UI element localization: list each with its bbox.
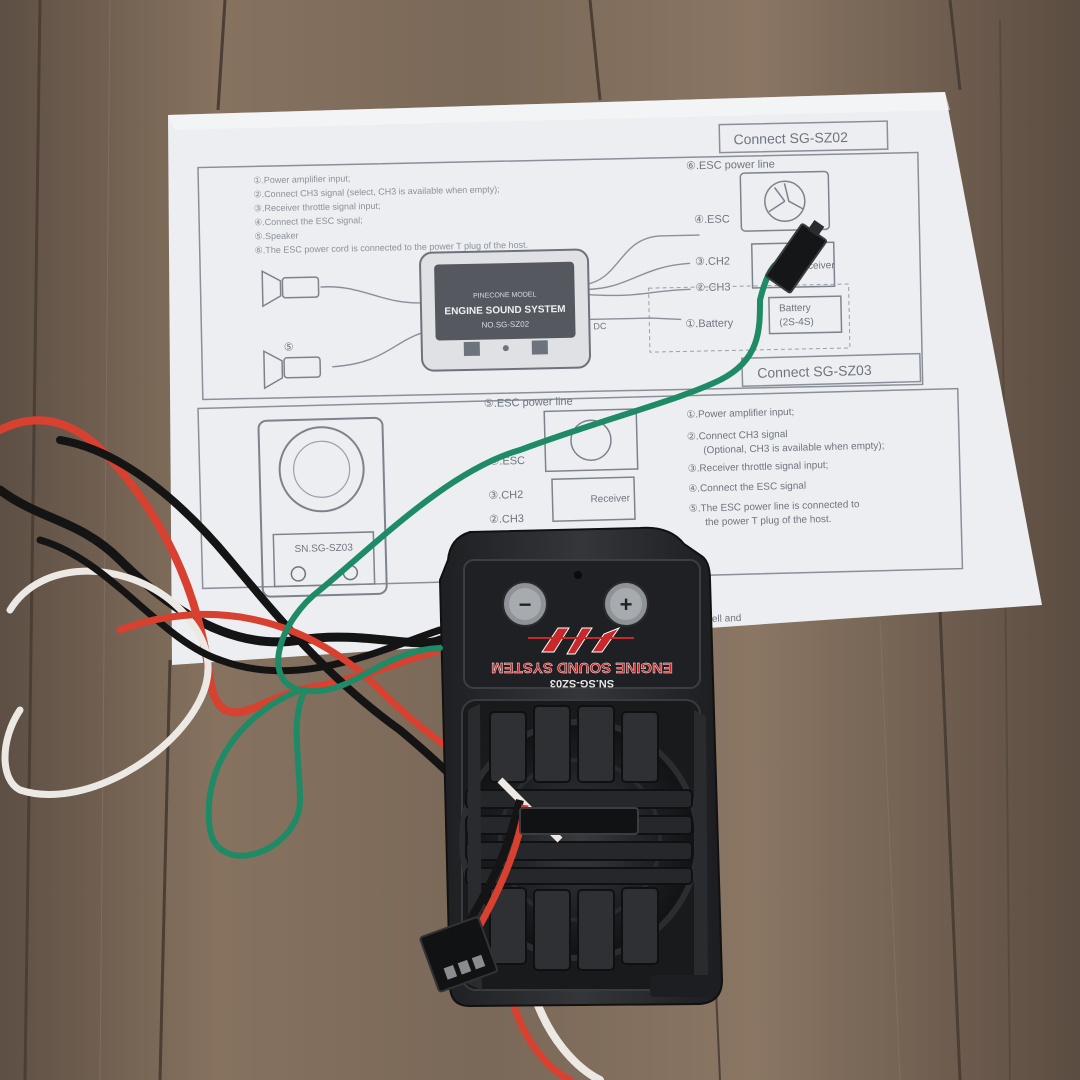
sz02-esc-label: ④.ESC (694, 213, 730, 226)
device-branding: SN.SG-SZ03 ENGINE SOUND SYSTEM (491, 626, 673, 689)
servo-plug (419, 916, 498, 993)
sz02-module-brand: PINECONE MODEL (473, 291, 537, 299)
device-foot (650, 975, 710, 997)
sz02-diagram: Connect SG-SZ02 ①.Power amplifier input;… (197, 120, 924, 401)
sz02-module-name: ENGINE SOUND SYSTEM (444, 304, 565, 318)
sz02-module-model: NO.SG-SZ02 (481, 320, 529, 330)
speaker-grille (459, 699, 708, 991)
pin-header (765, 219, 828, 294)
device-led (574, 571, 582, 579)
sz03-ch2: ③.CH2 (488, 489, 523, 502)
sz02-battery-port: ①.Battery (685, 317, 734, 330)
sz03-header: Connect SG-SZ03 (757, 362, 872, 381)
sz03-notes: ①.Power amplifier input; ②.Connect CH3 s… (686, 407, 884, 528)
sz02-header: Connect SG-SZ02 (733, 129, 848, 147)
speaker-icon (261, 269, 322, 390)
sz03-note: the power T plug of the host. (705, 514, 832, 528)
sz02-ch2: ③.CH2 (695, 255, 730, 268)
footer-fragment: ell and (712, 613, 742, 625)
plus-button[interactable]: + (603, 581, 649, 627)
sz02-note: ③.Receiver throttle signal input; (254, 201, 381, 214)
sz02-dc: DC (593, 321, 607, 331)
sz02-note: ⑤.Speaker (254, 230, 298, 241)
receiver-icon (551, 476, 636, 523)
sz03-note: ①.Power amplifier input; (686, 407, 794, 421)
minus-button[interactable]: − (502, 581, 548, 627)
instruction-sheet: Connect SG-SZ02 ①.Power amplifier input;… (168, 92, 1042, 665)
sz03-diagram: Connect SG-SZ03 SN.SG-SZ03 ⑤.ESC power l… (197, 352, 964, 598)
sz03-note: ③.Receiver throttle signal input; (688, 460, 829, 475)
minus-button-label: − (519, 592, 532, 617)
sz02-note: ①.Power amplifier input; (253, 173, 350, 185)
device-title: ENGINE SOUND SYSTEM (491, 659, 673, 676)
green-wire (205, 262, 778, 859)
sz03-receiver: Receiver (590, 493, 630, 505)
sz02-ch3: ②.CH3 (695, 281, 730, 294)
sz02-speaker-number: ⑤ (284, 342, 294, 354)
plus-button-label: + (620, 592, 633, 617)
brand-logo-icon (528, 626, 634, 655)
sz02-module-drawing: PINECONE MODEL ENGINE SOUND SYSTEM NO.SG… (419, 248, 607, 372)
sz02-note: ④.Connect the ESC signal; (254, 215, 363, 227)
sz03-note: ⑤.The ESC power line is connected to (689, 499, 860, 514)
sz02-receiver: Receiver (795, 260, 835, 272)
sz03-esc-power-line: ⑤.ESC power line (484, 396, 573, 410)
sz02-esc-power-line: ⑥.ESC power line (686, 158, 775, 172)
sz02-battery-box: Battery (779, 303, 811, 315)
sz03-note: (Optional, CH3 is available when empty); (703, 441, 884, 457)
cable-connector (419, 777, 639, 993)
device-model: SN.SG-SZ03 (550, 677, 614, 689)
sz03-note: ②.Connect CH3 signal (687, 429, 788, 443)
engine-sound-device: − + SN.SG-SZ03 ENGINE SOUND SYSTEM (438, 526, 724, 1008)
sz03-note: ④.Connect the ESC signal (688, 481, 806, 495)
sz03-ch3: ②.CH3 (489, 513, 524, 526)
esc-icon (739, 170, 831, 232)
sz02-battery-spec: (2S-4S) (779, 317, 814, 329)
sz03-speaker-label: SN.SG-SZ03 (294, 542, 353, 555)
